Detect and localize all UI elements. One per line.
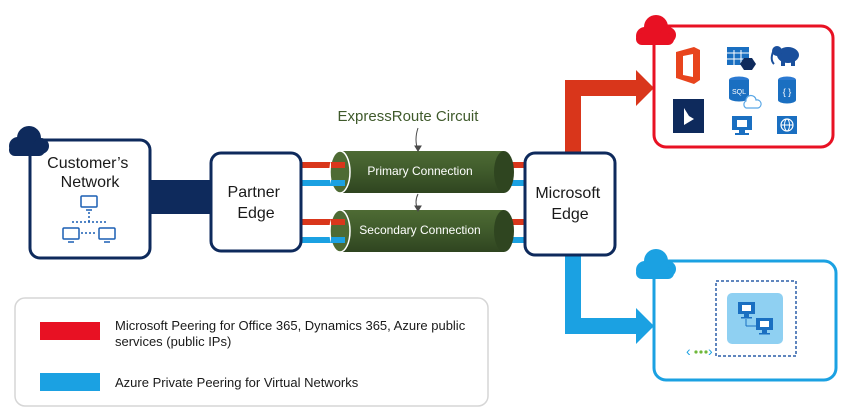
svg-text:{ }: { }: [783, 87, 792, 97]
virtual-network-icon: ‹ ›: [686, 343, 713, 359]
blue-cloud-icon: [636, 249, 676, 279]
customer-partner-link: [150, 180, 212, 214]
vm-group-icon: [727, 293, 783, 344]
customer-network-box: [28, 138, 152, 260]
partner-edge-box: [209, 151, 303, 253]
microsoft-edge-line1: Microsoft: [535, 185, 600, 202]
partner-edge-label: Partner Edge: [228, 184, 285, 222]
subnet-dashed-box: [715, 280, 797, 357]
circuit-title: ExpressRoute Circuit: [338, 108, 480, 125]
customer-title-line1: Customer’s: [47, 155, 128, 172]
hdinsight-icon: [770, 46, 799, 66]
secondary-connection-tube: Secondary Connection: [329, 209, 514, 253]
microsoft-edge-box: [523, 151, 617, 257]
svg-text:‹: ‹: [686, 343, 691, 359]
microsoft-peering-legend: Microsoft Peering for Office 365, Dynami…: [115, 318, 466, 349]
customer-network-title: Customer’s Network: [47, 155, 133, 191]
private-peering-arrow: [565, 254, 654, 344]
svg-text:SQL: SQL: [732, 89, 746, 96]
secondary-connection-label: Secondary Connection: [359, 223, 480, 237]
customer-title-line2: Network: [61, 174, 121, 191]
office-icon: [672, 47, 703, 84]
cosmos-db-icon: { }: [778, 76, 796, 104]
legend-box: [14, 297, 489, 407]
microsoft-edge-label: Microsoft Edge: [535, 185, 604, 223]
partner-edge-line1: Partner: [228, 184, 281, 201]
table-storage-icon: [727, 47, 756, 70]
private-peering-legend: Azure Private Peering for Virtual Networ…: [115, 375, 359, 390]
partner-edge-line2: Edge: [237, 205, 274, 222]
virtual-machine-icon: [732, 116, 752, 135]
computer-network-icon: [62, 195, 116, 243]
red-cloud-icon: [636, 15, 676, 45]
sql-database-icon: SQL: [729, 76, 762, 109]
primary-connection-tube: Primary Connection: [329, 150, 514, 194]
web-app-icon: [777, 116, 797, 134]
microsoft-edge-line2: Edge: [551, 206, 588, 223]
cloud-icon: [9, 126, 49, 156]
svg-text:›: ›: [708, 343, 713, 359]
microsoft-peering-swatch: [40, 322, 100, 340]
circuit-arrows: [414, 127, 422, 212]
dynamics-icon: [673, 99, 704, 133]
microsoft-peering-arrow: [565, 70, 654, 155]
private-peering-swatch: [40, 373, 100, 391]
primary-connection-label: Primary Connection: [367, 164, 472, 178]
